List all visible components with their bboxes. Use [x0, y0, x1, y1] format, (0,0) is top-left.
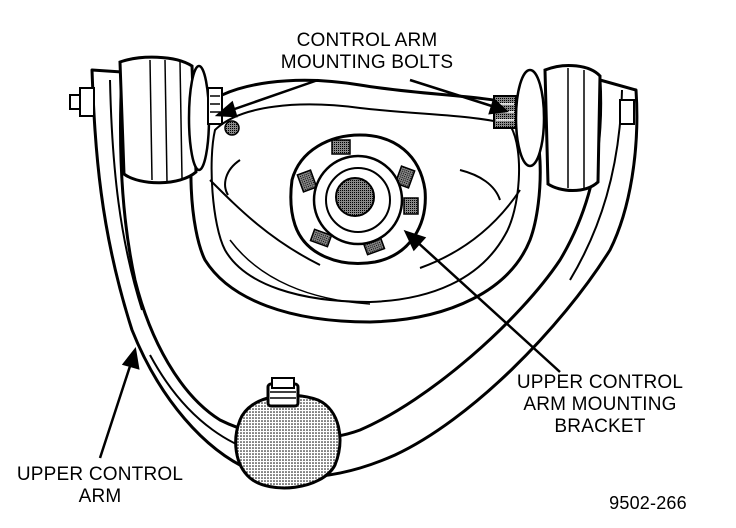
leader-arm [98, 359, 134, 459]
leader-bolt-right [409, 78, 499, 110]
right-bushing [514, 63, 635, 192]
ball-joint [234, 377, 342, 490]
arrowhead-bolt-right [488, 97, 509, 115]
arrowhead-bolt-left [214, 100, 238, 118]
label-control-arm-mounting-bolts: CONTROL ARM MOUNTING BOLTS [262, 30, 472, 74]
label-line: BRACKET [554, 416, 646, 437]
label-line: UPPER CONTROL [16, 464, 184, 485]
leader-bolt-left [225, 78, 319, 114]
left-bushing [69, 55, 211, 185]
label-line: MOUNTING BOLTS [280, 52, 454, 73]
label-line: CONTROL ARM [296, 30, 438, 51]
leader-bracket [414, 239, 561, 373]
label-line: UPPER CONTROL [516, 372, 684, 393]
arrowhead-bracket [403, 229, 427, 252]
bracket-hub [289, 133, 427, 265]
figure-number: 9502-266 [609, 493, 687, 513]
arrowhead-arm [121, 347, 140, 370]
label-line: ARM [78, 486, 122, 507]
label-upper-control-arm-mounting-bracket: UPPER CONTROL ARM MOUNTING BRACKET [500, 372, 700, 438]
label-upper-control-arm: UPPER CONTROL ARM [0, 464, 200, 508]
label-line: ARM MOUNTING [523, 394, 677, 415]
leader-lines [98, 78, 561, 459]
